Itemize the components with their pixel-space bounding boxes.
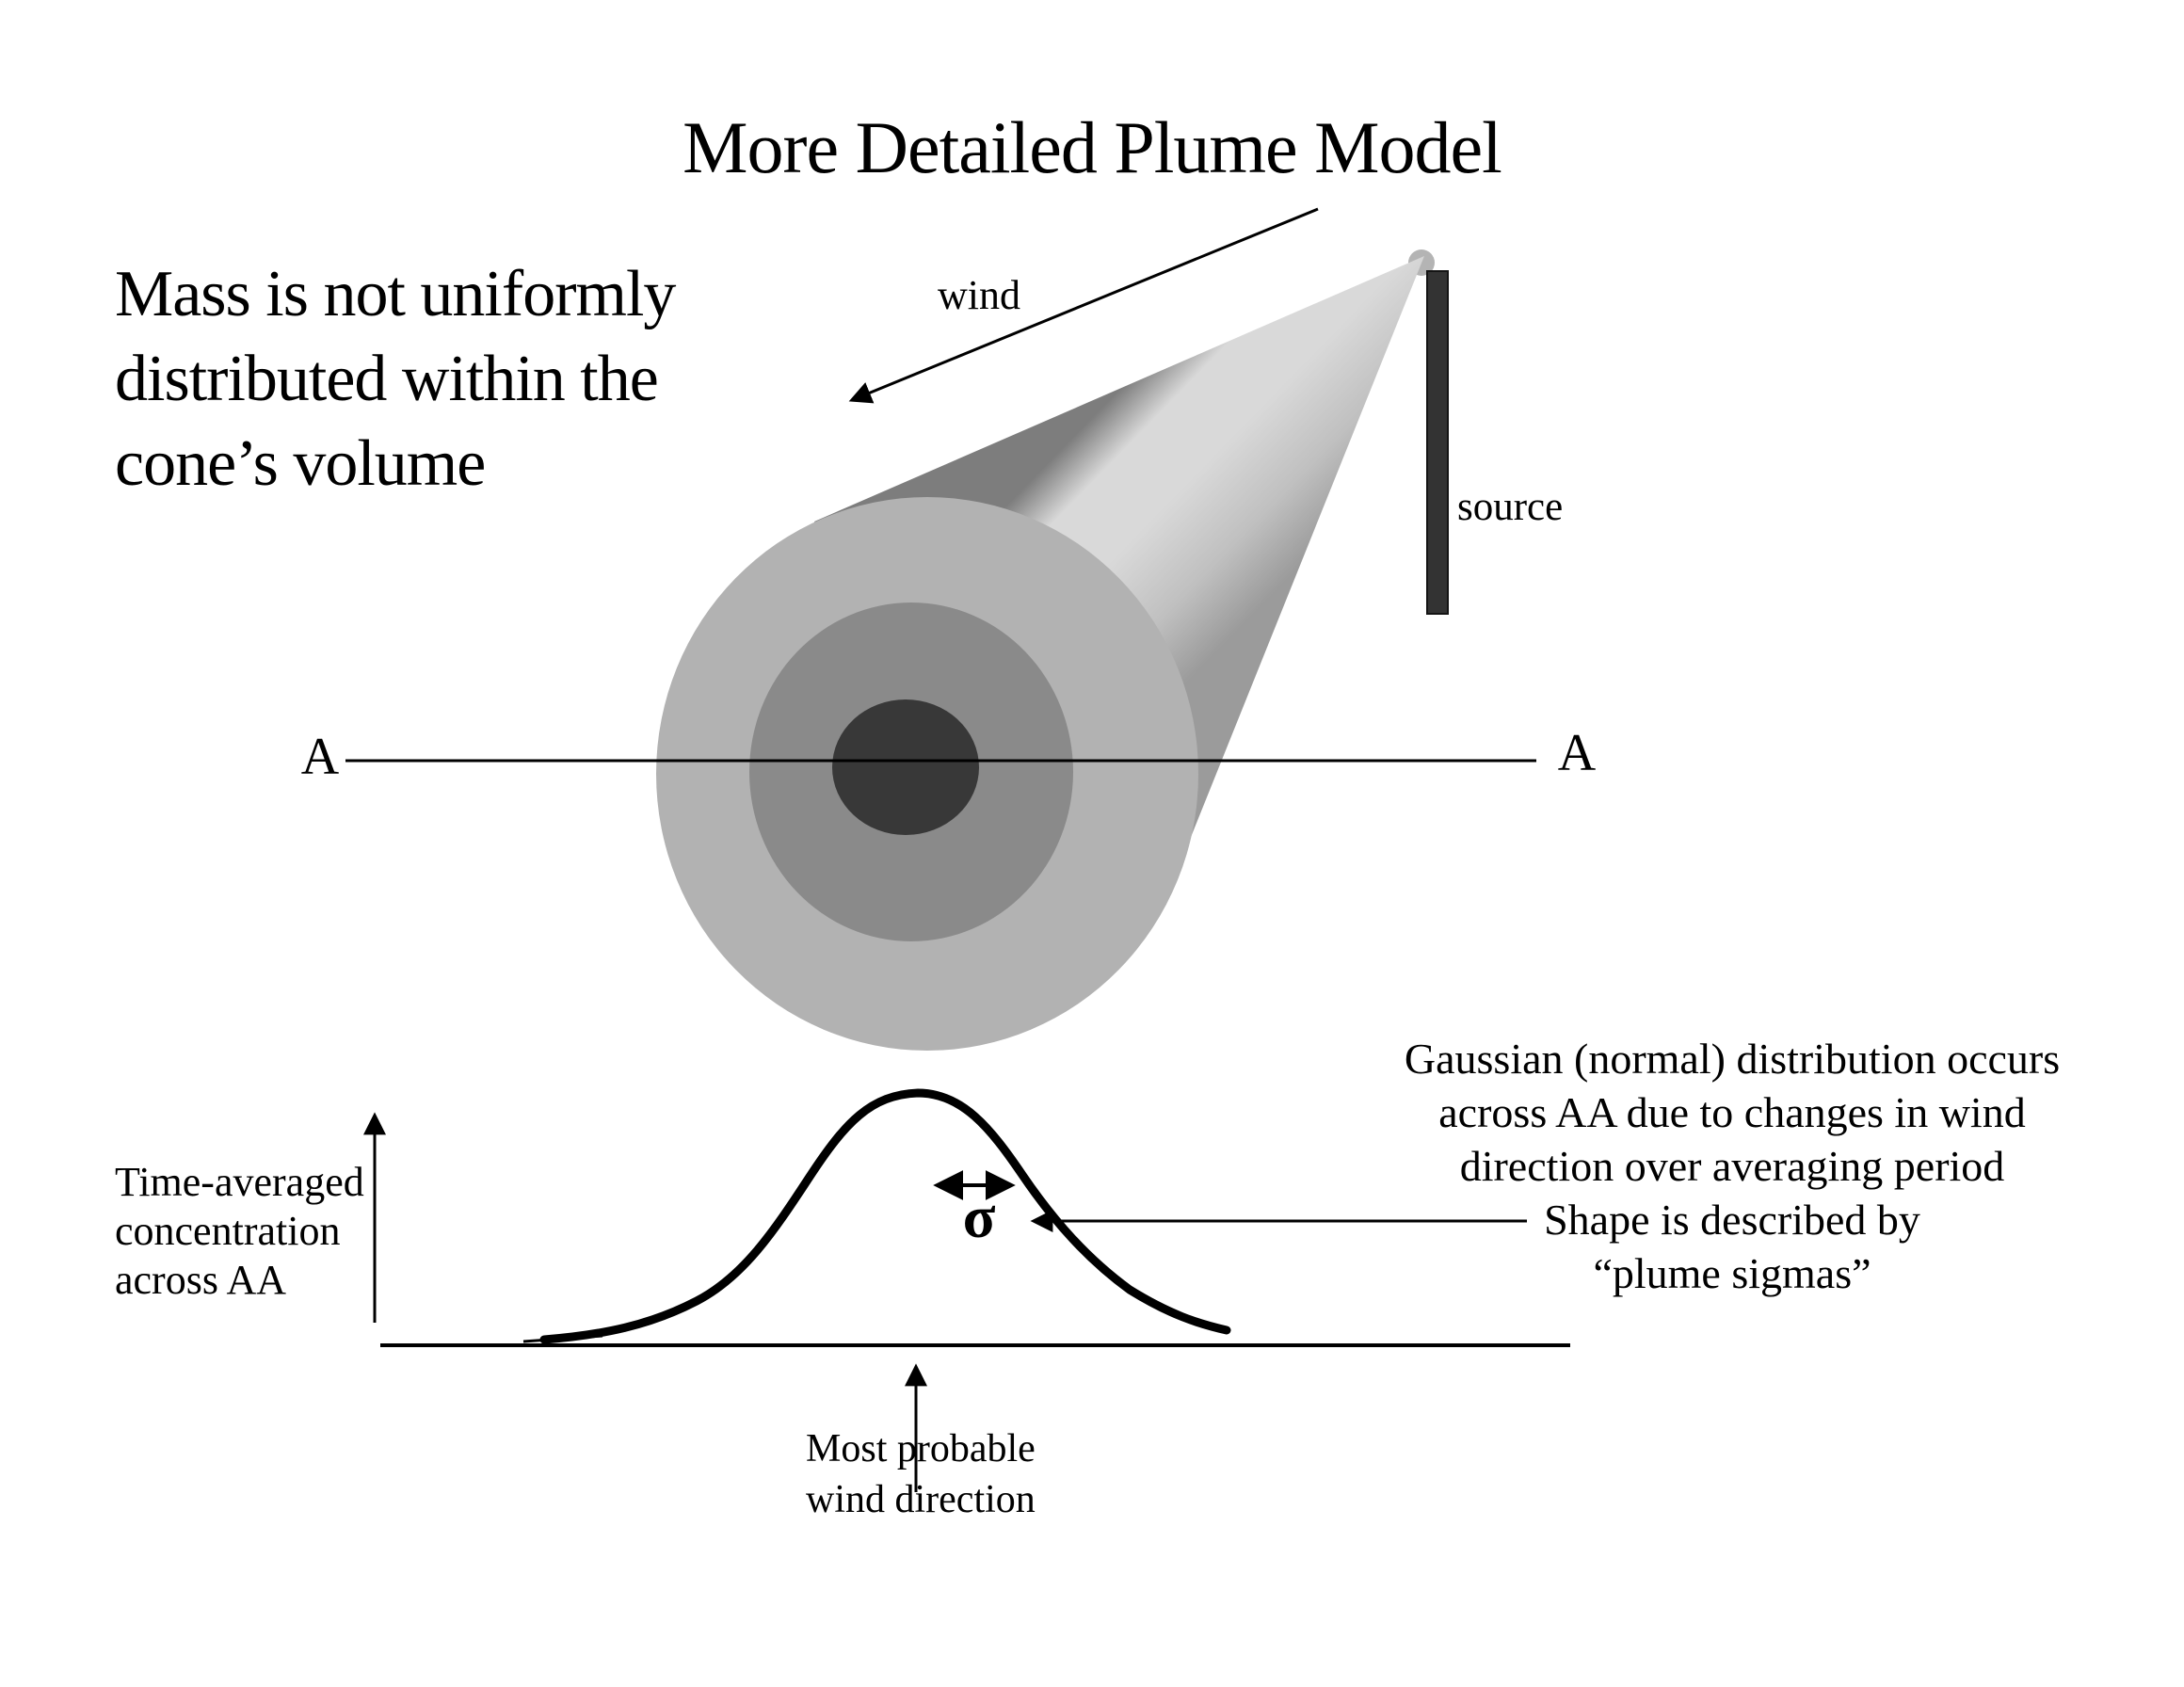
most-probable-line: wind direction bbox=[806, 1478, 1036, 1521]
wind-arrow bbox=[848, 207, 1319, 404]
gaussian-note: Gaussian (normal) distribution occurs ac… bbox=[1337, 1032, 2128, 1300]
mass-note: Mass is not uniformly distributed within… bbox=[115, 252, 676, 506]
gaussian-note-line: across AA due to changes in wind bbox=[1438, 1088, 2026, 1136]
concentration-curve bbox=[539, 1088, 1231, 1344]
mass-note-line: cone’s volume bbox=[115, 427, 486, 500]
wind-label: wind bbox=[938, 272, 1020, 318]
source-label: source bbox=[1457, 485, 1564, 529]
mass-note-line: distributed within the bbox=[115, 343, 659, 415]
gaussian-note-line: direction over averaging period bbox=[1459, 1142, 2005, 1190]
most-probable-label: Most probable wind direction bbox=[806, 1423, 1036, 1525]
y-axis-label-line: concentration bbox=[115, 1208, 341, 1254]
most-probable-line: Most probable bbox=[806, 1427, 1036, 1470]
gaussian-note-line: Gaussian (normal) distribution occurs bbox=[1404, 1035, 2061, 1083]
y-axis-label: Time-averaged concentration across AA bbox=[115, 1158, 364, 1305]
sigma-label: σ bbox=[962, 1183, 996, 1250]
source-stack bbox=[1426, 270, 1449, 615]
gaussian-note-line: Shape is described by bbox=[1544, 1196, 1920, 1244]
y-axis-label-line: Time-averaged bbox=[115, 1159, 364, 1205]
cross-section-core bbox=[832, 699, 979, 835]
section-label-left: A bbox=[300, 728, 340, 786]
gaussian-note-line: “plume sigmas” bbox=[1593, 1249, 1871, 1297]
y-axis-label-line: across AA bbox=[115, 1257, 287, 1303]
page-title: More Detailed Plume Model bbox=[682, 106, 1502, 188]
plume-cone bbox=[656, 249, 1435, 1051]
section-label-right: A bbox=[1557, 724, 1597, 782]
mass-note-line: Mass is not uniformly bbox=[115, 258, 676, 330]
